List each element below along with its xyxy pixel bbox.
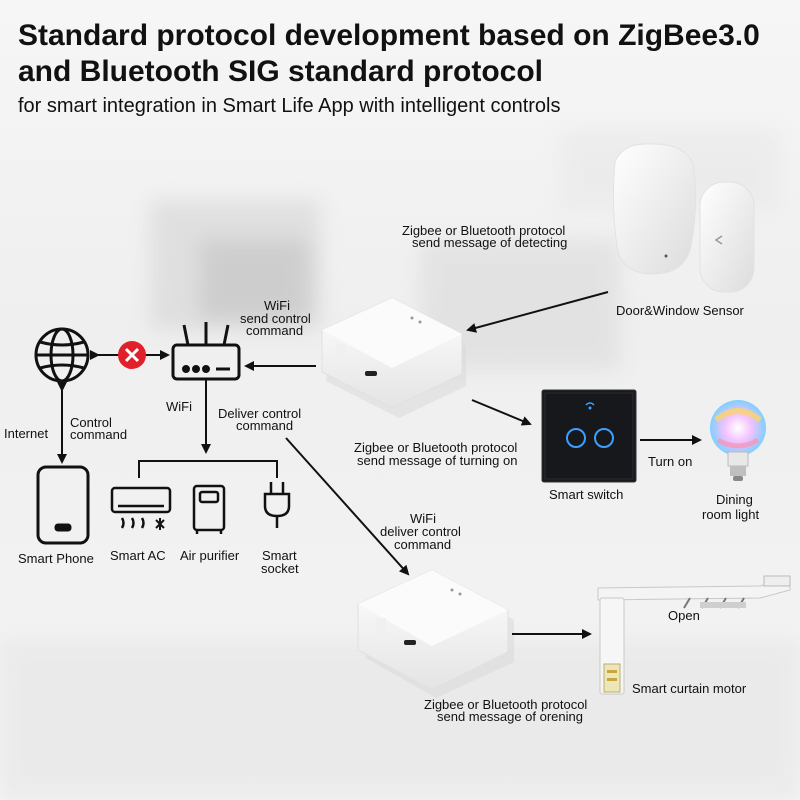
label-wifi-deliver-line2: deliver control (380, 524, 461, 539)
curtain-motor-device (597, 575, 791, 695)
label-control-line2: command (70, 427, 128, 442)
label-door-sensor: Door&Window Sensor (616, 303, 744, 318)
error-x-icon (118, 341, 146, 369)
label-smart-switch: Smart switch (549, 487, 624, 502)
page-title-line2: and Bluetooth SIG standard protocol (18, 55, 543, 88)
hub-device-1 (321, 297, 466, 418)
label-deliver-line2: command (236, 418, 294, 433)
hub-device-2 (357, 569, 514, 698)
label-opening-line1: Zigbee or Bluetooth protocol (424, 697, 588, 712)
air-purifier-icon (192, 484, 226, 534)
phone-icon (36, 465, 90, 545)
label-dining-line1: Dining (716, 492, 753, 507)
label-internet: Internet (4, 426, 49, 441)
label-open: Open (668, 608, 700, 623)
label-wifi-deliver-line1: WiFi (410, 511, 436, 526)
label-turn-on: Turn on (648, 454, 693, 469)
label-detect-line2: send message of detecting (412, 235, 568, 250)
label-control-line1: Control (70, 415, 112, 430)
page-subtitle: for smart integration in Smart Life App … (18, 95, 561, 117)
label-socket-line2: socket (261, 561, 299, 576)
sensor-hub1-arrow (466, 291, 609, 333)
label-turning-line1: Zigbee or Bluetooth protocol (354, 440, 518, 455)
label-wifi: WiFi (166, 399, 192, 414)
label-wifi-send-line3: command (246, 323, 304, 338)
router-hub2-arrow (285, 437, 410, 576)
socket-icon (263, 482, 291, 528)
label-wifi-send-line1: WiFi (264, 298, 290, 313)
label-turning-line2: send message of turning on (357, 453, 518, 468)
label-wifi-send-line2: send control (240, 311, 311, 326)
door-sensor-device (612, 143, 755, 293)
label-smart-ac: Smart AC (110, 548, 166, 563)
page-title-line1: Standard protocol development based on Z… (18, 19, 760, 52)
label-curtain-motor: Smart curtain motor (632, 681, 747, 696)
hub1-switch-arrow (471, 399, 532, 426)
ac-icon (110, 486, 172, 530)
label-opening-line2: send message of orening (437, 709, 583, 724)
label-deliver-line1: Deliver control (218, 406, 302, 421)
label-detect-line1: Zigbee or Bluetooth protocol (402, 223, 566, 238)
label-socket-line1: Smart (262, 548, 297, 563)
label-wifi-deliver-line3: command (394, 537, 452, 552)
label-dining-line2: room light (702, 507, 760, 522)
router-device-bus (138, 380, 278, 478)
label-air-purifier: Air purifier (180, 548, 240, 563)
bulb-device (710, 400, 766, 481)
label-smart-phone: Smart Phone (18, 551, 94, 566)
smart-switch-device (541, 389, 637, 483)
globe-icon (34, 327, 90, 383)
router-icon (171, 322, 241, 381)
